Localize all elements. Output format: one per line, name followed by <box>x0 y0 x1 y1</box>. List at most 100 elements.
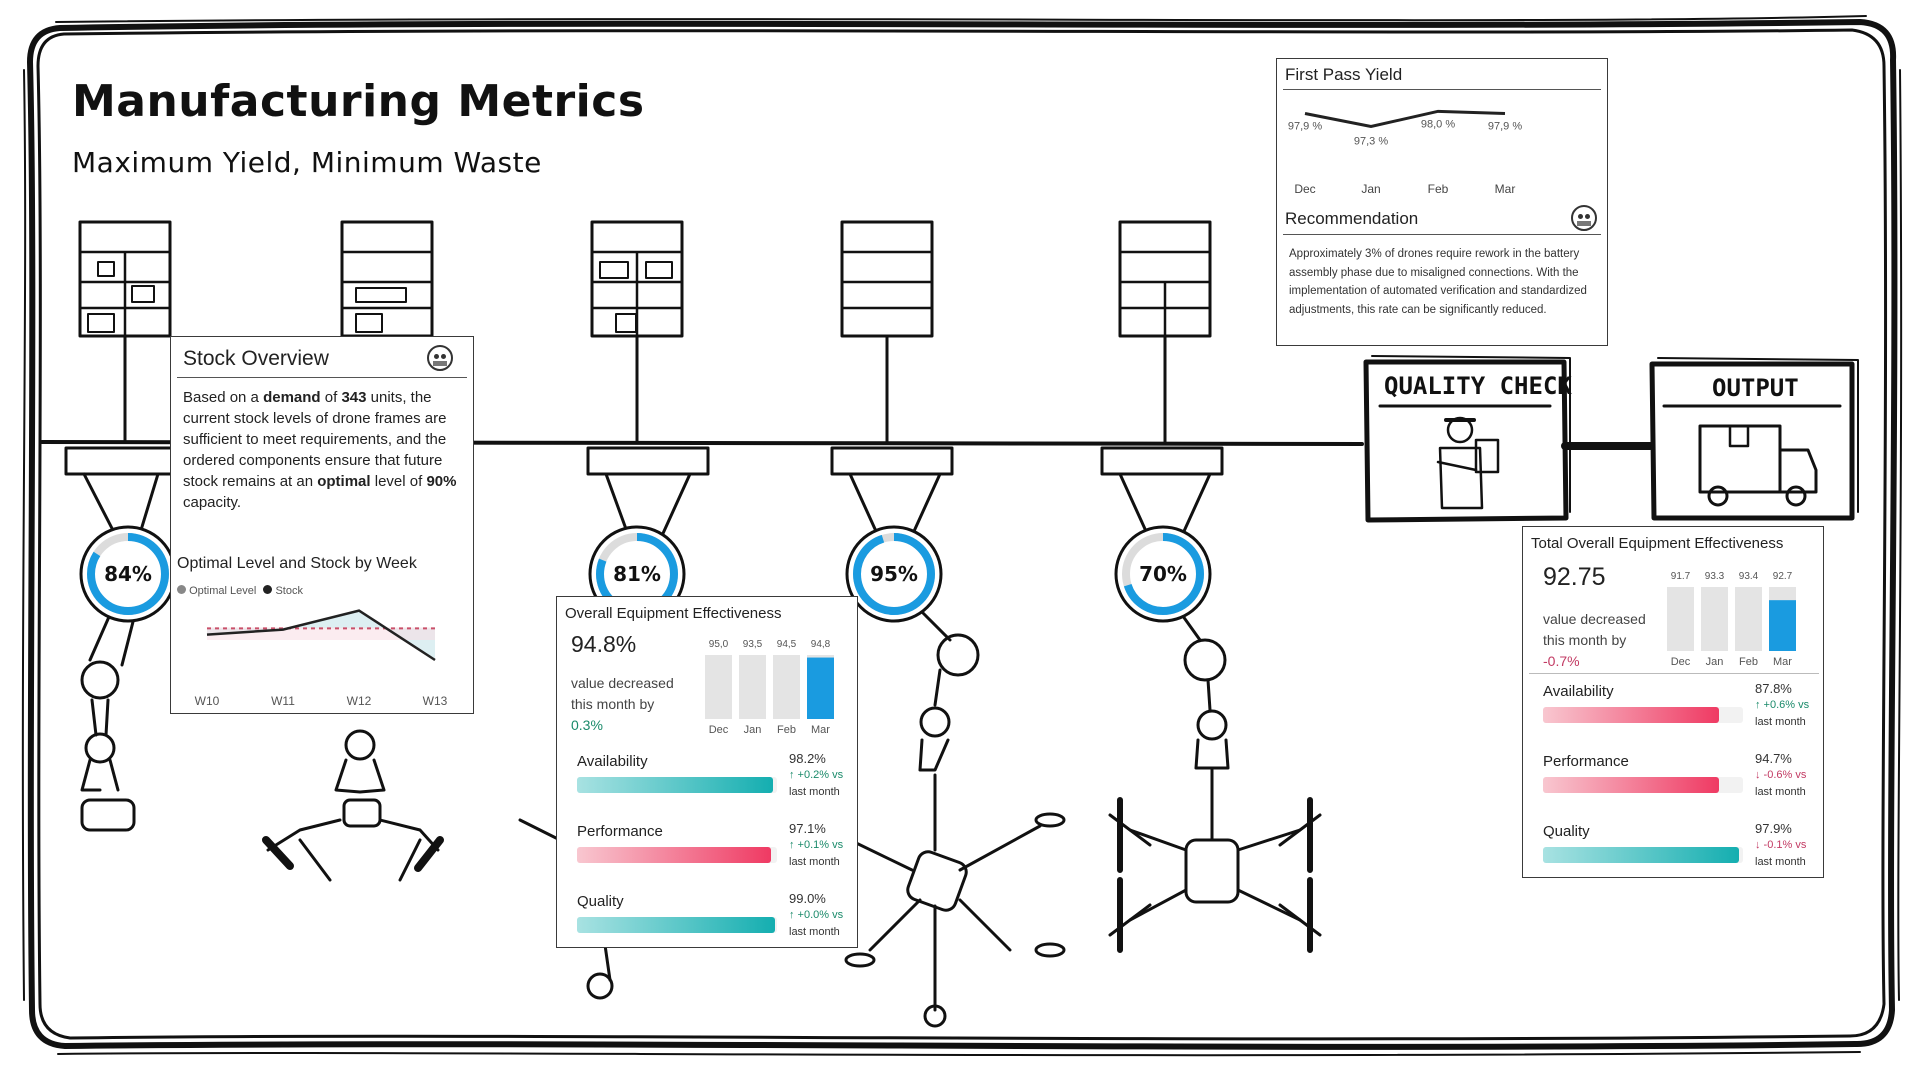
stock-overview-text: Based on a demand of 343 units, the curr… <box>183 389 457 511</box>
legend-dot-optimal <box>177 585 186 594</box>
quality-check-label: QUALITY CHECK <box>1384 372 1572 400</box>
metric-name: Quality <box>577 893 624 910</box>
stock-overview-panel: Stock Overview Based on a demand of 343 … <box>170 336 474 714</box>
metric-bar-track <box>1543 777 1743 793</box>
bar-category-label: Feb <box>777 724 796 736</box>
metric-name: Availability <box>577 753 648 770</box>
bar-value-label: 93.4 <box>1739 571 1759 582</box>
total-oee-note-1: value decreased <box>1543 611 1646 627</box>
fpy-title: First Pass Yield <box>1285 65 1403 84</box>
bar-category-label: Jan <box>744 724 762 736</box>
metric-change: ↑ +0.1% vs <box>789 839 844 851</box>
total-oee-note-2: this month by <box>1543 632 1627 648</box>
metric-bar-fill <box>1543 847 1739 863</box>
oee-panel: Overall Equipment Effectiveness 94.8% va… <box>556 596 858 948</box>
oee-delta: 0.3% <box>571 717 603 733</box>
oee-row-performance: Performance 97.1% ↑ +0.1% vs last month <box>557 817 859 877</box>
metric-change: ↑ +0.0% vs <box>789 909 844 921</box>
metric-change: ↑ +0.6% vs <box>1755 699 1810 711</box>
metric-vs: last month <box>1755 856 1806 868</box>
shelf-3 <box>590 220 684 444</box>
bar-track <box>705 655 732 719</box>
oee-value: 94.8% <box>571 631 637 657</box>
metric-vs: last month <box>1755 786 1806 798</box>
stock-line <box>206 609 436 662</box>
bar-track <box>1701 587 1728 651</box>
metric-bar-track <box>577 777 777 793</box>
page-subtitle: Maximum Yield, Minimum Waste <box>72 146 542 179</box>
metric-value: 87.8% <box>1755 681 1792 696</box>
fpy-tick-label: Dec <box>1294 182 1315 196</box>
bar-category-label: Jan <box>1706 656 1724 668</box>
fpy-value-label: 97,9 % <box>1488 121 1522 133</box>
metric-vs: last month <box>789 856 840 868</box>
bar-category-label: Mar <box>811 724 830 736</box>
shelf-5 <box>1118 220 1212 444</box>
legend-dot-stock <box>263 585 273 594</box>
robot-arm-4 <box>830 446 1066 1028</box>
total-oee-delta: -0.7% <box>1543 653 1580 669</box>
oee-row-quality: Quality 99.0% ↑ +0.0% vs last month <box>557 887 859 947</box>
bar-value-label: 93,5 <box>743 639 763 650</box>
fpy-tick-label: Jan <box>1361 182 1380 196</box>
stock-legend: Optimal Level Stock <box>177 585 303 597</box>
metric-bar-track <box>1543 847 1743 863</box>
bar-value-label: 94,8 <box>811 639 831 650</box>
total-oee-panel: Total Overall Equipment Effectiveness 92… <box>1522 526 1824 878</box>
bar-track <box>739 655 766 719</box>
stock-chart-title: Optimal Level and Stock by Week <box>177 555 417 572</box>
metric-value: 94.7% <box>1755 751 1792 766</box>
metric-bar-track <box>577 847 777 863</box>
bar-value-label: 95,0 <box>709 639 729 650</box>
bar-value-label: 93.3 <box>1705 571 1725 582</box>
total-oee-value: 92.75 <box>1543 563 1606 591</box>
metric-change: ↑ +0.2% vs <box>789 769 844 781</box>
metric-change: ↓ -0.6% vs <box>1755 769 1807 781</box>
metric-vs: last month <box>1755 716 1806 728</box>
quality-check-station <box>1363 355 1571 523</box>
fpy-value-label: 97,3 % <box>1354 136 1388 148</box>
oee-title: Overall Equipment Effectiveness <box>565 605 782 622</box>
fpy-tick-label: Mar <box>1495 182 1516 196</box>
metric-name: Availability <box>1543 683 1614 700</box>
bar-value-label: 91.7 <box>1671 571 1691 582</box>
fpy-tick-label: Feb <box>1428 182 1449 196</box>
metric-value: 99.0% <box>789 891 826 906</box>
bar-category-label: Mar <box>1773 656 1792 668</box>
bar-category-label: Dec <box>1671 656 1691 668</box>
fpy-line <box>1304 109 1506 129</box>
bar-category-label: Feb <box>1739 656 1758 668</box>
robot-arm-1 <box>64 446 188 832</box>
bar-category-label: Dec <box>709 724 729 736</box>
metric-name: Performance <box>577 823 663 840</box>
shelf-1 <box>78 220 172 444</box>
metric-value: 98.2% <box>789 751 826 766</box>
bar-track <box>773 655 800 719</box>
oee-note-2: this month by <box>571 696 655 712</box>
stock-tick-label: W11 <box>271 694 295 708</box>
metric-vs: last month <box>789 926 840 938</box>
stock-tick-label: W12 <box>347 694 372 708</box>
metric-name: Quality <box>1543 823 1590 840</box>
legend-optimal-level: Optimal Level <box>189 585 257 597</box>
stock-tick-label: W13 <box>423 694 448 708</box>
robot-icon <box>427 345 453 371</box>
stock-overview-title: Stock Overview <box>183 347 329 370</box>
stock-chart: W10 W11 W12 W13 <box>195 609 448 708</box>
metric-bar-fill <box>577 777 773 793</box>
bar-highlight <box>807 657 834 719</box>
metric-value: 97.1% <box>789 821 826 836</box>
metric-bar-fill <box>577 847 771 863</box>
oee-note-1: value decreased <box>571 675 674 691</box>
metric-bar-fill <box>1543 707 1719 723</box>
page-title: Manufacturing Metrics <box>72 76 645 127</box>
stock-tick-label: W10 <box>195 694 220 708</box>
fpy-value-label: 97,9 % <box>1288 121 1322 133</box>
